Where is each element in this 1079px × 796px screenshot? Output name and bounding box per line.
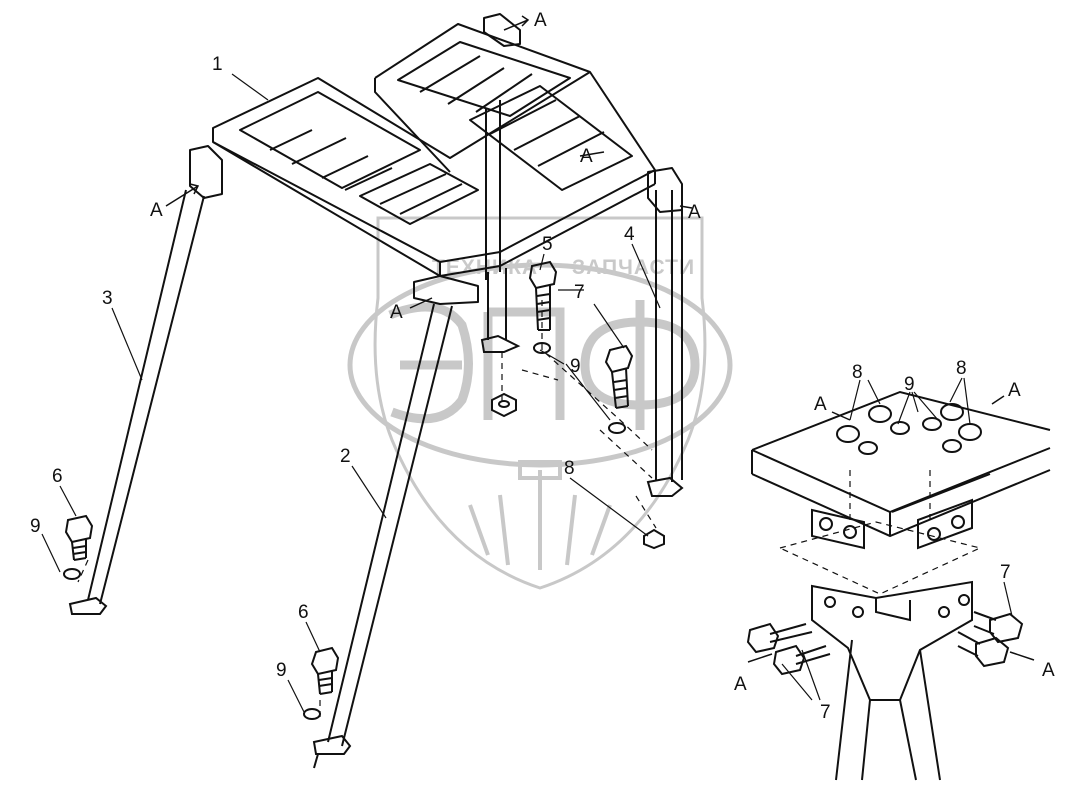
label-a-detail-bottom-left: A — [734, 674, 747, 695]
label-part-9-detail: 9 — [904, 374, 915, 395]
label-part-9-center: 9 — [570, 356, 581, 377]
watermark-wheat-icon — [468, 460, 612, 570]
label-part-7-center: 7 — [574, 282, 585, 303]
label-a-detail-bottom-right: A — [1042, 660, 1055, 681]
watermark-text-2: ЗАПЧАСТИ — [572, 256, 695, 279]
frame-bracket-right — [647, 167, 683, 213]
label-part-7-detail-right: 7 — [1000, 562, 1011, 583]
label-a-center: A — [390, 302, 403, 323]
frame-bracket-top — [483, 13, 521, 47]
label-a-frame: A — [580, 146, 593, 167]
label-part-3: 3 — [102, 288, 113, 309]
post-right — [646, 190, 684, 497]
strut-front — [312, 303, 453, 769]
frame-bracket-left — [189, 145, 223, 199]
bolt-short-left — [63, 514, 94, 580]
label-part-1: 1 — [212, 54, 223, 75]
detail-leg-bracket — [811, 580, 973, 701]
watermark-letter-f — [580, 300, 700, 430]
frame-bracket-center — [413, 275, 479, 305]
label-a-top: A — [534, 10, 547, 31]
watermark-letter-e — [388, 302, 473, 424]
part-labels: 1 3 2 4 5 7 9 8 6 9 6 9 8 9 8 7 7 — [30, 54, 1011, 723]
label-part-9-left: 9 — [30, 516, 41, 537]
table-frame — [189, 13, 683, 305]
section-arrows — [165, 15, 1035, 663]
washer-left — [63, 568, 81, 580]
detail-lug-right — [917, 498, 973, 550]
washer-right — [608, 422, 626, 434]
nut-right — [643, 528, 665, 550]
label-a-left: A — [150, 200, 163, 221]
label-part-6-front: 6 — [298, 602, 309, 623]
label-part-9-front: 9 — [276, 660, 287, 681]
bolt-right — [604, 344, 634, 409]
post-center — [480, 268, 521, 353]
label-part-8-detail-right: 8 — [956, 358, 967, 379]
label-a-detail-right: A — [1008, 380, 1021, 401]
leader-lines — [41, 73, 1013, 713]
label-a-detail-left: A — [814, 394, 827, 415]
detail-lug-left — [811, 508, 865, 550]
washer-front — [303, 708, 321, 720]
label-part-8-detail-left: 8 — [852, 362, 863, 383]
label-part-5: 5 — [542, 234, 553, 255]
nut-center — [491, 392, 517, 418]
bolt-center — [528, 260, 558, 331]
watermark-shield — [373, 216, 707, 590]
section-labels: A A A A A A A A A — [150, 10, 1055, 695]
label-a-right: A — [688, 202, 701, 223]
bolt-short-front — [303, 646, 340, 720]
strut-left — [68, 189, 205, 615]
label-part-6-left: 6 — [52, 466, 63, 487]
detail-view — [746, 390, 1051, 781]
label-part-2: 2 — [340, 446, 351, 467]
washer-center — [533, 342, 551, 354]
label-part-8-center: 8 — [564, 458, 575, 479]
label-part-7-detail-left: 7 — [820, 702, 831, 723]
label-part-4: 4 — [624, 224, 635, 245]
